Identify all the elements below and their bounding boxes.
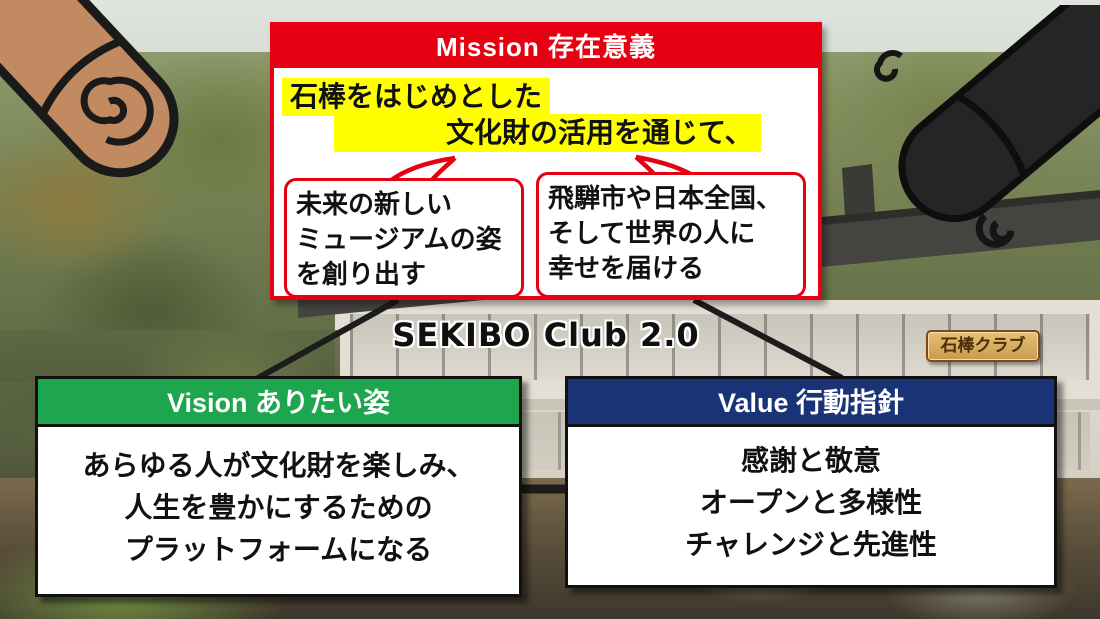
vision-line: あらゆる人が文化財を楽しみ、: [82, 450, 475, 481]
mission-header: Mission 存在意義: [274, 26, 818, 68]
mission-card-line: 未来の新しい: [296, 189, 453, 219]
value-header: Value 行動指針: [568, 379, 1054, 427]
mission-card-line: 飛騨市や日本全国、: [548, 183, 783, 213]
vision-box: Vision ありたい姿 あらゆる人が文化財を楽しみ、 人生を豊かにするための …: [35, 376, 522, 597]
mission-card-line: を創り出す: [296, 259, 427, 290]
value-box: Value 行動指針 感謝と敬意 オープンと多様性 チャレンジと先進性: [565, 376, 1057, 588]
value-line: 感謝と敬意: [740, 445, 881, 476]
value-line: チャレンジと先進性: [685, 529, 937, 560]
mission-card-world-happiness: 飛騨市や日本全国、 そして世界の人に 幸せを届ける: [536, 172, 806, 298]
mission-highlight-line1: 石棒をはじめとした: [282, 78, 551, 116]
mission-card-line: そして世界の人に: [548, 218, 756, 249]
vision-line: プラットフォームになる: [124, 534, 433, 565]
page-title: SEKIBO Club 2.0: [392, 316, 700, 354]
value-body: 感謝と敬意 オープンと多様性 チャレンジと先進性: [568, 427, 1054, 585]
mission-box: Mission 存在意義 石棒をはじめとした 文化財の活用を通じて、 未来の新し…: [270, 22, 822, 300]
mission-card-line: ミュージアムの姿: [296, 224, 502, 255]
mission-card-line: 幸せを届ける: [548, 253, 705, 284]
vision-body: あらゆる人が文化財を楽しみ、 人生を豊かにするための プラットフォームになる: [38, 427, 519, 594]
mission-body: 石棒をはじめとした 文化財の活用を通じて、 未来の新しい ミュージアムの姿 を創…: [274, 78, 818, 306]
mission-highlight-line2: 文化財の活用を通じて、: [334, 114, 761, 152]
sekibo-club-badge: 石棒クラブ: [926, 330, 1040, 362]
value-line: オープンと多様性: [699, 487, 923, 518]
mission-card-future-museum: 未来の新しい ミュージアムの姿 を創り出す: [284, 178, 524, 298]
vision-header: Vision ありたい姿: [38, 379, 519, 427]
vision-line: 人生を豊かにするための: [124, 492, 433, 523]
